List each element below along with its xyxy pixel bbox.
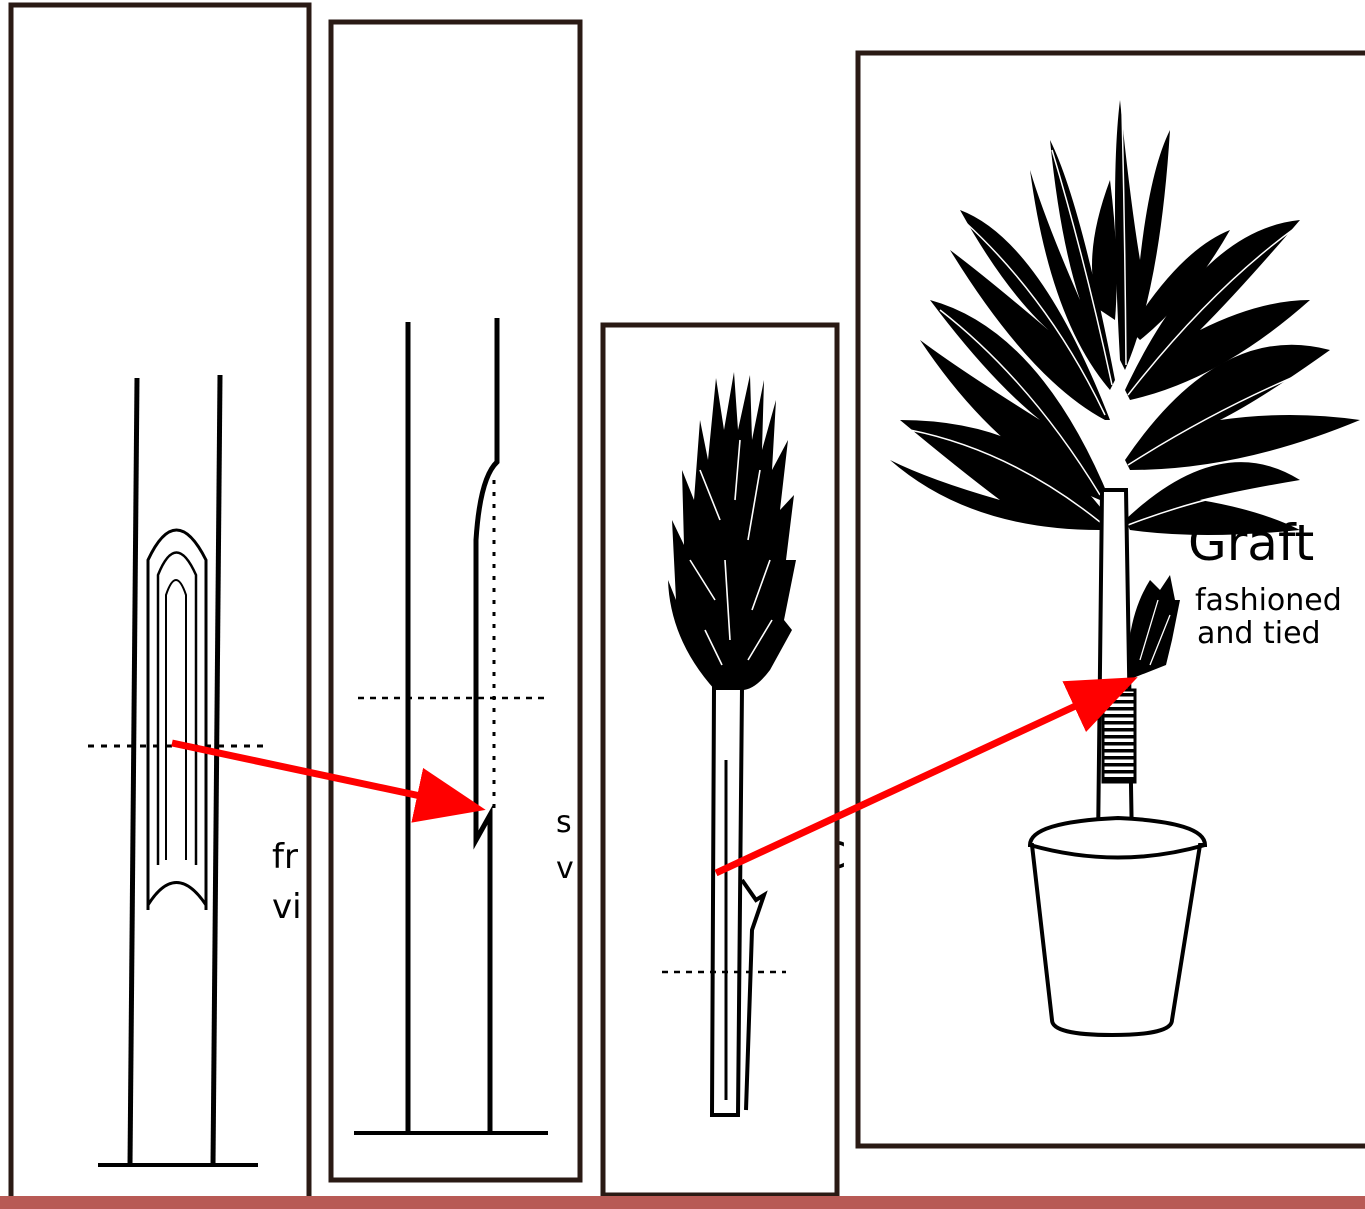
panel-1-frame [11,5,309,1209]
graft-caption-line1: fashioned [1195,583,1342,618]
partial-label-v: v [556,851,574,886]
partial-label-vi: vi [272,887,302,927]
partial-label-s: s [556,805,572,840]
graft-caption-line2: and tied [1197,616,1321,651]
partial-label-fr: fr [272,837,298,877]
bottom-accent-bar [0,1196,1365,1209]
graft-title: Graft [1188,514,1314,572]
panel-2-frame [331,22,580,1180]
